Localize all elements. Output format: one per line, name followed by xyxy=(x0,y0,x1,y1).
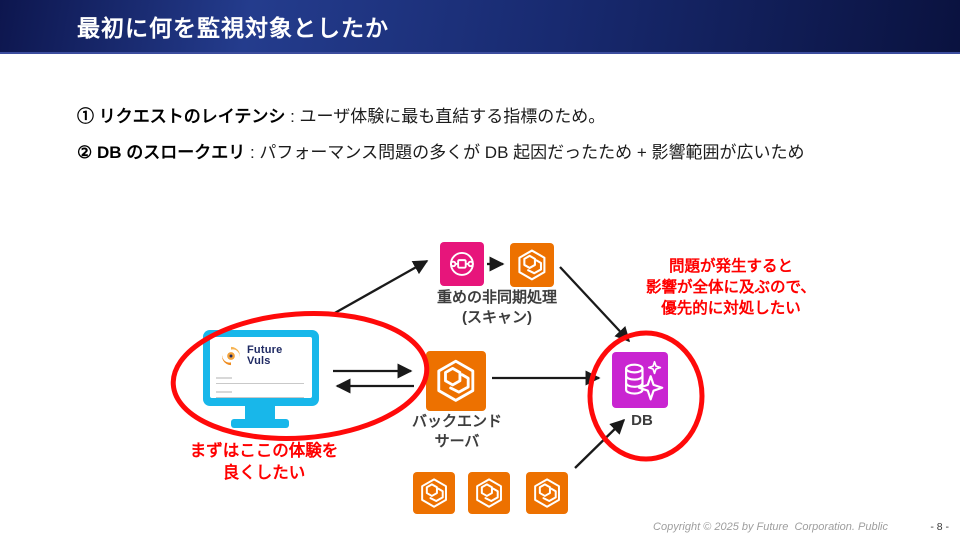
database-icon xyxy=(612,352,668,408)
bullet-item-slowquery: ② DB のスロークエリ : パフォーマンス問題の多くが DB 起因だったため … xyxy=(77,138,883,167)
bullet-item-latency: ① リクエストのレイテンシ : ユーザ体験に最も直結する指標のため。 xyxy=(77,102,883,131)
client-note-line1: まずはここの体験を xyxy=(189,442,339,460)
backend-label-line2: サーバ xyxy=(434,433,480,450)
bullet-list: ① リクエストのレイテンシ : ユーザ体験に最も直結する指標のため。 ② DB … xyxy=(77,102,883,174)
client-note-line2: 良くしたい xyxy=(222,464,306,482)
async-job-label: 重めの非同期処理 (スキャン) xyxy=(437,288,557,328)
bullet-term: ① リクエストのレイテンシ xyxy=(77,107,286,126)
worker-container-icon-1 xyxy=(413,472,455,514)
container-hexagon-icon xyxy=(430,355,482,407)
copyright-text: Copyright © 2025 by Future Corporation. … xyxy=(653,521,888,533)
backend-server-icon xyxy=(426,351,486,411)
monitor-stand-neck xyxy=(245,405,275,420)
arrow-async-to-db xyxy=(559,266,631,343)
db-label: DB xyxy=(631,411,653,431)
bullet-description: : パフォーマンス問題の多くが DB 起因だったため + 影響範囲が広いため xyxy=(245,143,805,163)
monitor-stand-base xyxy=(231,419,289,428)
logo-text-line2: Vuls xyxy=(247,355,271,367)
page-number: - 8 - xyxy=(930,521,949,533)
arrow-workers-to-db xyxy=(574,418,626,469)
page-title: 最初に何を監視対象としたか xyxy=(77,15,389,41)
step-functions-icon xyxy=(440,242,484,286)
async-container-icon xyxy=(510,243,554,287)
db-priority-note: 問題が発生すると 影響が全体に及ぶので、 優先的に対処したい xyxy=(646,256,816,319)
backend-label: バックエンド サーバ xyxy=(412,412,502,452)
container-hexagon-icon xyxy=(471,475,507,511)
login-field-hint xyxy=(216,391,232,393)
bullet-description: : ユーザ体験に最も直結する指標のため。 xyxy=(285,107,606,126)
async-label-line1: 重めの非同期処理 xyxy=(436,289,558,306)
login-field-hint xyxy=(216,377,232,379)
db-note-line1: 問題が発生すると xyxy=(668,258,794,275)
futurevuls-logo: Future Vuls xyxy=(220,345,282,367)
logo-text: Future Vuls xyxy=(247,345,282,367)
login-field-line xyxy=(216,397,304,398)
container-hexagon-icon xyxy=(416,475,452,511)
container-hexagon-icon xyxy=(513,246,551,284)
monitor-screen: Future Vuls xyxy=(210,337,312,398)
bullet-term: ② DB のスロークエリ xyxy=(77,143,246,163)
db-label-text: DB xyxy=(631,412,653,429)
worker-container-icon-3 xyxy=(526,472,568,514)
db-cylinder-sparkle-icon xyxy=(616,356,664,404)
db-note-line3: 優先的に対処したい xyxy=(661,300,801,317)
worker-container-icon-2 xyxy=(468,472,510,514)
client-experience-note: まずはここの体験を 良くしたい xyxy=(190,440,339,484)
login-field-line xyxy=(216,383,304,384)
db-note-line2: 影響が全体に及ぶので、 xyxy=(646,279,816,296)
logo-swirl-icon xyxy=(221,346,241,366)
title-bar: 最初に何を監視対象としたか xyxy=(0,0,960,54)
backend-label-line1: バックエンド xyxy=(411,413,503,430)
workflow-icon xyxy=(443,245,481,283)
client-monitor-graphic: Future Vuls xyxy=(203,330,319,406)
arrow-client-to-async xyxy=(332,259,429,316)
container-hexagon-icon xyxy=(529,475,565,511)
async-label-line2: (スキャン) xyxy=(461,309,532,326)
